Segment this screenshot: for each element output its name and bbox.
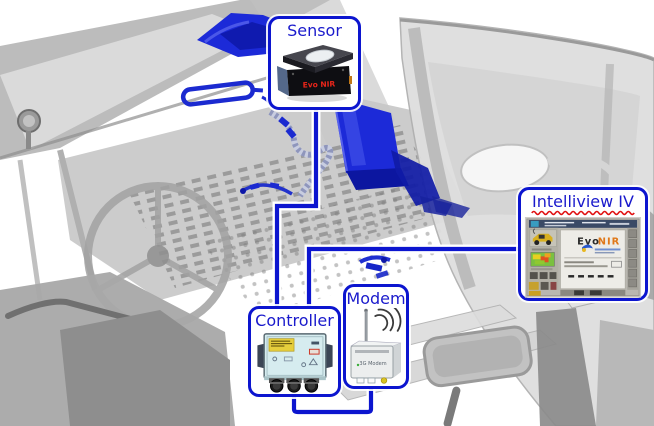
spout-top-highlight — [197, 13, 286, 57]
connector-controller-to-modem — [291, 388, 374, 415]
modem-device-image: 3G Modem — [349, 308, 402, 385]
sensor-device-label: Evo NIR — [302, 80, 335, 90]
callout-sensor-label: Sensor — [287, 21, 342, 40]
field-map-thumbnail — [530, 252, 555, 267]
callout-intelliview-label: Intelliview IV — [532, 192, 634, 211]
wireless-signal-icon — [374, 308, 402, 333]
modem-device-label: 3G Modem — [359, 361, 386, 367]
door-pocket — [422, 325, 533, 388]
controller-connectors — [268, 378, 319, 394]
blue-highlighted-parts — [180, 13, 470, 279]
modem-ports — [356, 377, 388, 385]
callout-controller-label: Controller — [255, 311, 334, 330]
connector-sensor-to-controller — [274, 110, 319, 310]
callout-controller: Controller — [248, 306, 341, 397]
callout-intelliview: Intelliview IV — [518, 187, 648, 301]
gauge — [17, 109, 41, 149]
screen-brand-nir: NIR — [598, 237, 620, 248]
harvester-thumbnail — [532, 228, 553, 246]
callout-modem-label: Modem — [346, 289, 406, 308]
callout-modem: Modem 3G Modem — [343, 284, 409, 389]
screen-brand-evo: Evo — [577, 237, 600, 248]
sensor-device-image: Evo NIR — [276, 45, 353, 103]
connector-lines — [272, 110, 522, 417]
callout-sensor: Sensor Evo NIR — [268, 16, 361, 110]
controller-device-image — [256, 333, 333, 394]
intelliview-screen-image: Evo NIR — [524, 217, 642, 298]
blue-spout-highlight — [333, 97, 470, 218]
screen-logo — [582, 244, 621, 254]
bracket-highlight — [359, 255, 391, 279]
spellcheck-squiggle — [531, 211, 635, 216]
antenna — [363, 309, 369, 347]
connector-intelliview-to-controller — [306, 246, 522, 310]
handle-highlight — [180, 80, 264, 107]
lower-cable-highlight — [240, 182, 293, 196]
